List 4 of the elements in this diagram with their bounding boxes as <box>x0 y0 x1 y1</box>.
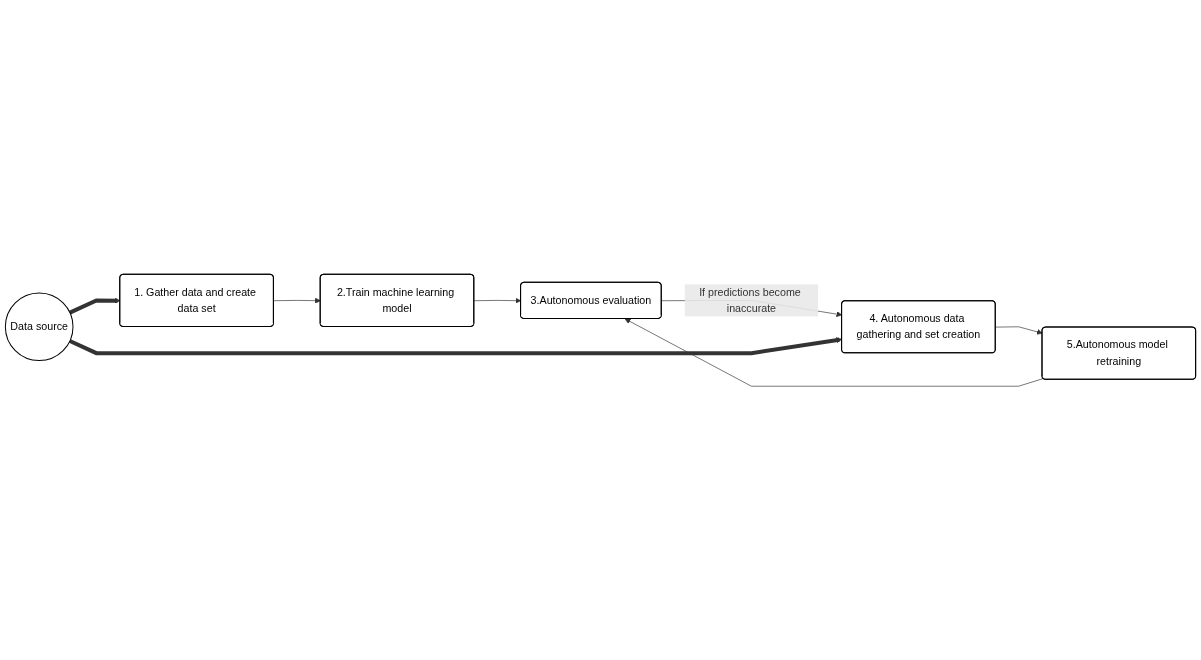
node-circle: Data source <box>4 292 74 361</box>
arrow <box>69 336 843 355</box>
arrow <box>69 297 121 315</box>
edge-label: If predictions become inaccurate <box>699 286 801 314</box>
